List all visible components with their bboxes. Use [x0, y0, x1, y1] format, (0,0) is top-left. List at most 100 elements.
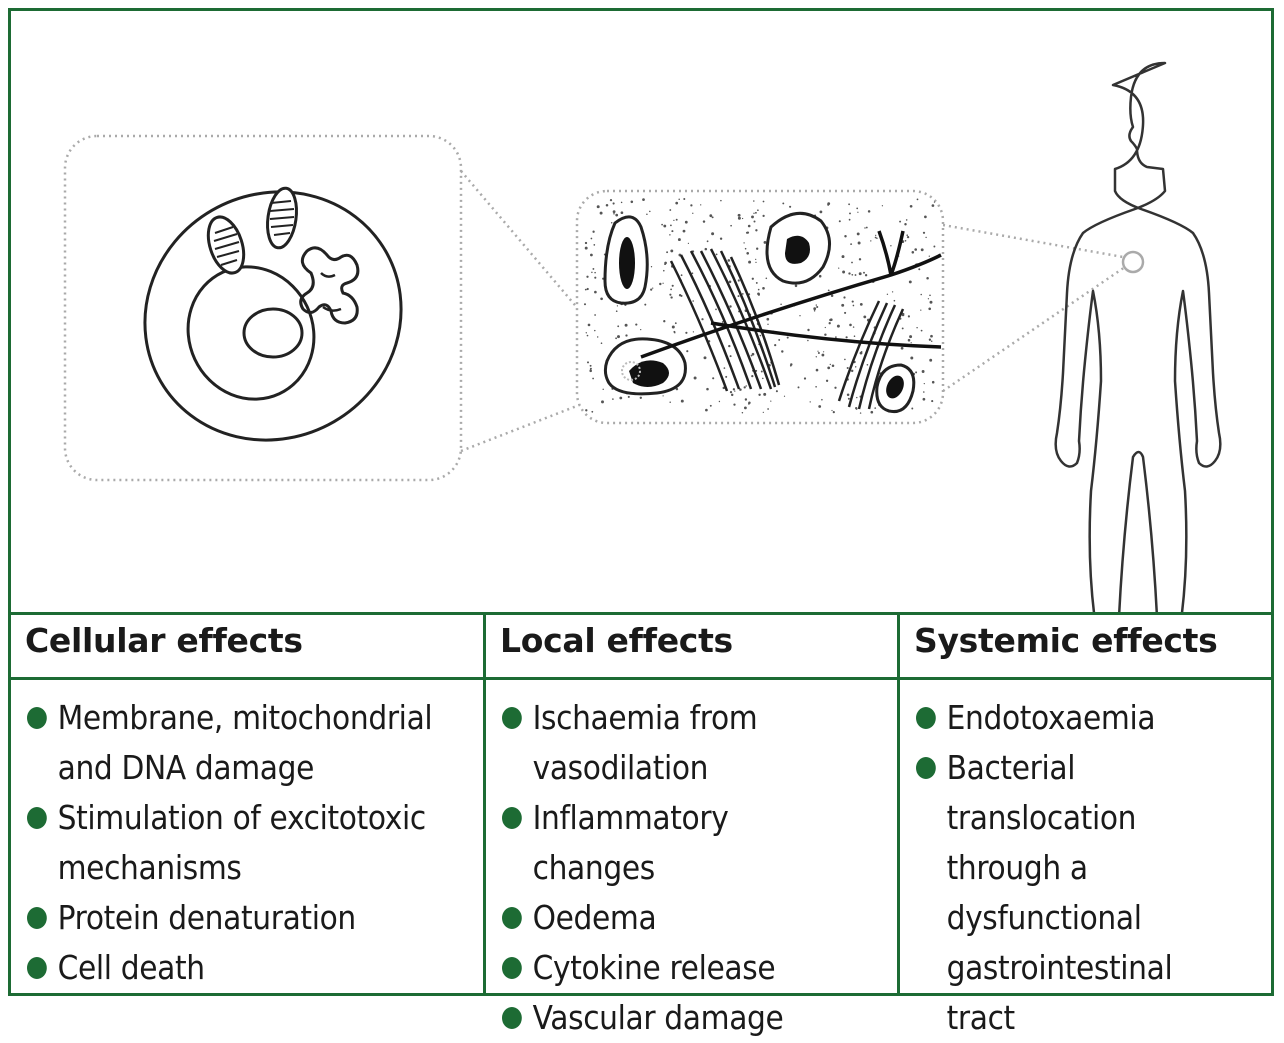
tissue-speckle	[850, 243, 853, 246]
tissue-speckle	[874, 407, 877, 409]
tissue-speckle	[866, 363, 869, 366]
tissue-speckle	[815, 368, 819, 372]
tissue-speckle	[723, 367, 726, 369]
tissue-speckle	[876, 237, 878, 239]
tissue-speckle	[824, 333, 827, 336]
header-rule	[11, 677, 1271, 680]
tissue-speckle	[864, 227, 866, 229]
tissue-speckle	[669, 209, 672, 211]
tissue-speckle	[819, 210, 823, 214]
tissue-speckle	[675, 201, 679, 205]
tissue-speckle	[910, 342, 912, 344]
tissue-speckle	[613, 213, 615, 215]
tissue-speckle	[847, 397, 850, 400]
tissue-speckle	[907, 315, 911, 318]
tissue-speckle	[594, 271, 596, 274]
tissue-speckle	[591, 410, 594, 413]
tissue-speckle	[704, 247, 708, 251]
tissue-speckle	[612, 202, 615, 205]
tissue-speckle	[712, 377, 715, 380]
tissue-speckle	[590, 237, 593, 240]
tissue-speckle	[859, 412, 862, 414]
tissue-speckle	[592, 267, 595, 270]
tissue-speckle	[904, 223, 907, 226]
tissue-speckle	[600, 342, 603, 344]
tissue-speckle	[630, 200, 634, 204]
column-systemic: Systemic effects Endotoxaemia Bacterial …	[897, 615, 1271, 1037]
tissue-speckle	[663, 224, 667, 228]
tissue-speckle	[584, 288, 587, 291]
tissue-speckle	[728, 344, 731, 348]
list-item: Inflammatory changes	[502, 793, 854, 893]
tissue-speckle	[586, 361, 590, 364]
column-heading: Local effects	[500, 621, 733, 660]
column-cellular: Cellular effects Membrane, mitochondrial…	[11, 615, 483, 993]
tissue-speckle	[711, 232, 715, 236]
tissue-speckle	[686, 350, 689, 353]
tissue-speckle	[615, 310, 618, 313]
tissue-speckle	[915, 371, 918, 374]
tissue-speckle	[929, 294, 931, 297]
tissue-speckle	[671, 284, 674, 287]
tissue-speckle	[813, 307, 817, 311]
tissue-speckle	[856, 396, 858, 399]
tissue-speckle	[587, 323, 591, 327]
tissue-speckle	[675, 387, 679, 391]
tissue-speckle	[774, 344, 777, 347]
tissue-speckle	[670, 288, 672, 291]
tissue-speckle	[765, 277, 768, 280]
tissue-speckle	[719, 237, 723, 240]
tissue-speckle	[838, 220, 841, 223]
tissue-speckle	[762, 377, 764, 380]
tissue-speckle	[828, 322, 831, 325]
tissue-speckle	[909, 204, 913, 208]
tissue-speckle	[729, 390, 733, 394]
tissue-speckle	[922, 391, 925, 393]
column-local: Local effects Ischaemia from vasodilatio…	[483, 615, 897, 1037]
tissue-speckle	[589, 369, 592, 373]
tissue-speckle	[858, 258, 862, 261]
tissue-speckle	[920, 293, 922, 296]
tissue-speckle	[669, 234, 671, 236]
tissue-speckle	[815, 304, 817, 306]
tissue-speckle	[767, 408, 769, 410]
tissue-speckle	[789, 364, 792, 367]
tissue-speckle	[706, 240, 709, 243]
tissue-speckle	[666, 251, 669, 254]
tissue-speckle	[821, 398, 823, 401]
tissue-speckle	[928, 338, 932, 341]
tissue-speckle	[730, 393, 734, 397]
tissue-speckle	[916, 198, 919, 201]
tissue-speckle	[743, 242, 745, 244]
tissue-speckle	[906, 234, 908, 236]
cell-detail-panel	[63, 134, 463, 482]
tissue-speckle	[691, 272, 694, 275]
tissue-speckle	[663, 269, 665, 272]
effects-list: Ischaemia from vasodilation Inflammatory…	[502, 693, 893, 1043]
tissue-speckle	[859, 351, 863, 355]
tissue-speckle	[610, 221, 613, 224]
tissue-speckle	[755, 261, 757, 264]
tissue-speckle	[755, 258, 757, 261]
tissue-speckle	[748, 403, 750, 405]
tissue-speckle	[863, 271, 865, 274]
bullet-icon	[27, 957, 47, 979]
tissue-speckle	[900, 346, 904, 350]
tissue-speckle	[864, 274, 868, 277]
human-body-outline	[1054, 61, 1222, 615]
tissue-speckle	[914, 248, 918, 251]
tissue-speckle	[671, 230, 674, 233]
tissue-speckle	[931, 400, 934, 403]
tissue-speckle	[865, 226, 868, 229]
tissue-speckle	[851, 300, 854, 303]
tissue-speckle	[596, 205, 600, 209]
tissue-speckle	[910, 356, 914, 360]
tissue-speckle	[592, 230, 595, 233]
tissue-speckle	[818, 405, 822, 408]
tissue-speckle	[737, 213, 741, 217]
tissue-speckle	[831, 409, 833, 412]
tissue-speckle	[881, 205, 884, 207]
tissue-speckle	[921, 370, 925, 373]
tissue-speckle	[705, 408, 708, 412]
tissue-speckle	[803, 377, 807, 380]
